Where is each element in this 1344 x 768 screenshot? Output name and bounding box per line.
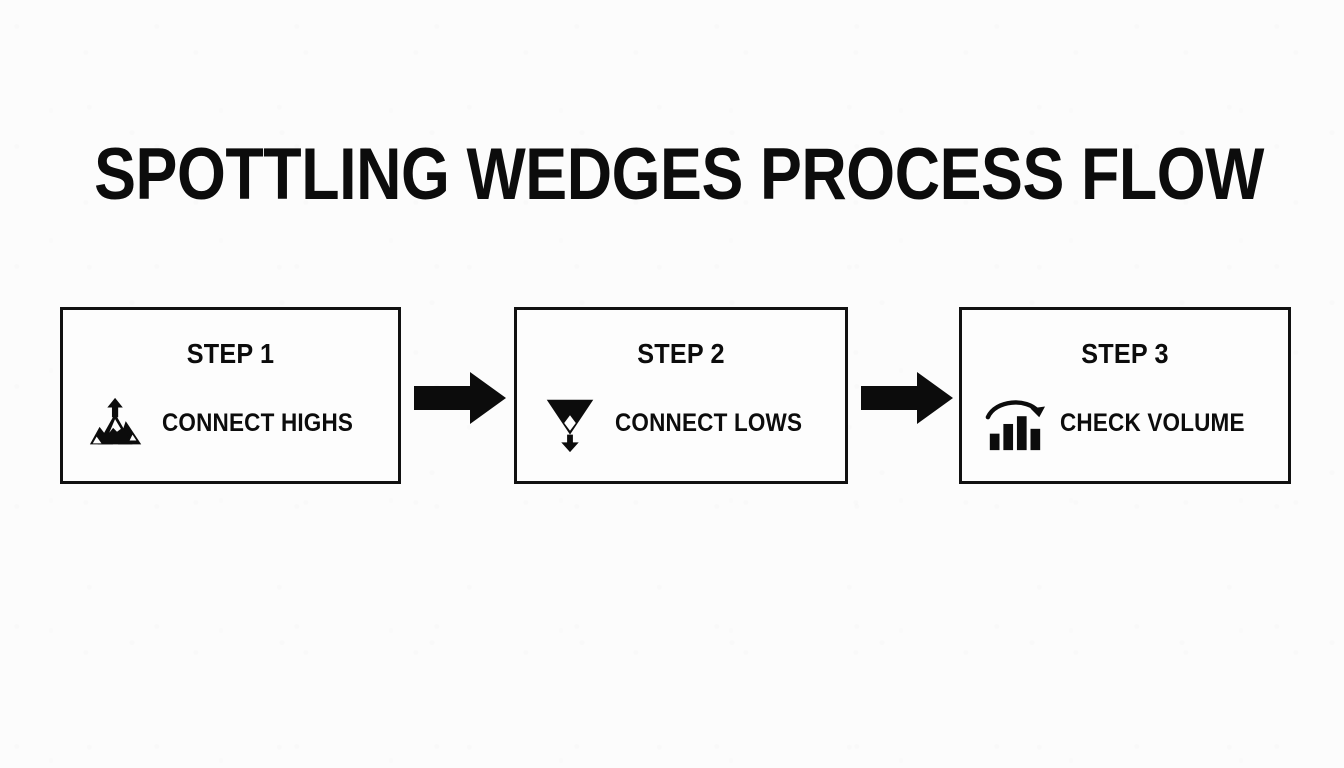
step-2-label: CONNECT LOWS [615,409,803,437]
step-1-label: CONNECT HIGHS [162,409,354,437]
step-box-1[interactable]: STEP 1 CONNECT HIGHS [60,307,401,484]
mountain-up-arrow-icon [90,397,142,445]
step-3-title: STEP 3 [1081,338,1169,369]
arrow-right-icon-2 [861,372,953,424]
arrow-right-icon-1 [414,372,506,424]
page-title: SPOTTLING WEDGES PROCESS FLOW [94,134,1265,215]
step-2-title: STEP 2 [637,338,725,369]
step-2-body: CONNECT LOWS [517,388,845,458]
step-3-body: CHECK VOLUME [962,388,1288,458]
step-box-2[interactable]: STEP 2 CONNECT LOWS [514,307,848,484]
step-3-label: CHECK VOLUME [1060,409,1246,437]
step-1-title: STEP 1 [186,338,275,369]
step-box-3[interactable]: STEP 3 CHECK VOLUME [959,307,1291,484]
step-1-body: CONNECT HIGHS [63,388,398,458]
funnel-down-arrow-icon [546,399,594,453]
bar-chart-curved-arrow-icon [986,400,1046,451]
